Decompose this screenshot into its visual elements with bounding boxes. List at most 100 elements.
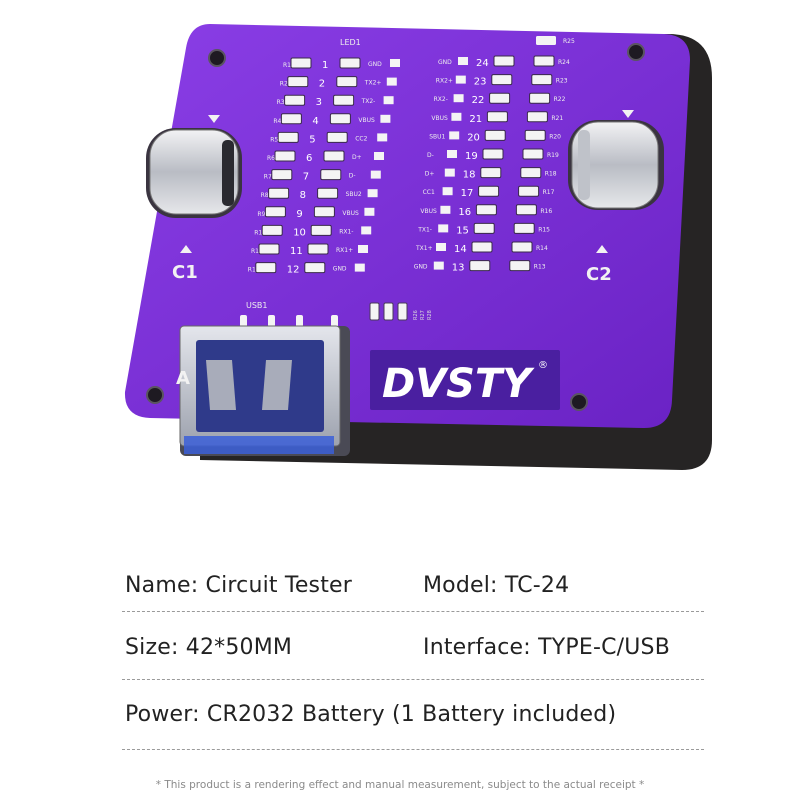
resistor-label: R11 bbox=[251, 248, 263, 255]
smd-led bbox=[473, 222, 495, 234]
pin-number: 4 bbox=[312, 116, 318, 127]
signal-label: GND bbox=[438, 59, 452, 66]
pin-row: R11 11 RX1+ bbox=[251, 243, 368, 257]
resistor-label: R4 bbox=[273, 118, 281, 125]
disclaimer: * This product is a rendering effect and… bbox=[155, 779, 645, 791]
divider bbox=[122, 679, 704, 680]
pin-number: 15 bbox=[456, 225, 469, 236]
smd-resistor bbox=[536, 36, 556, 45]
resistor-label: R21 bbox=[551, 115, 563, 122]
brand-wordmark: DVSTY bbox=[382, 361, 535, 407]
signal-label: VBUS bbox=[342, 210, 359, 217]
arrow-down-icon bbox=[622, 110, 634, 118]
resistor-label: R27 bbox=[420, 310, 426, 320]
registered-mark: ® bbox=[538, 360, 548, 371]
pin-number: 22 bbox=[472, 95, 485, 106]
signal-label: TX1+ bbox=[415, 245, 433, 252]
brand-logo: DVSTY ® bbox=[370, 350, 560, 410]
signal-label: RX2+ bbox=[436, 78, 453, 85]
smd-led bbox=[486, 111, 508, 123]
resistor-label: R5 bbox=[270, 136, 278, 143]
smd-led bbox=[489, 92, 511, 104]
connector-label-c1: C1 bbox=[172, 262, 198, 283]
test-pad bbox=[364, 207, 375, 216]
test-pad bbox=[444, 168, 455, 177]
led-label: LED1 bbox=[340, 38, 361, 47]
signal-label: VBUS bbox=[358, 117, 375, 124]
test-pad bbox=[455, 75, 466, 84]
pin-number: 13 bbox=[452, 263, 465, 274]
test-pad bbox=[447, 150, 457, 158]
test-pad bbox=[383, 96, 394, 105]
smd-led bbox=[484, 129, 506, 141]
resistor-label: R14 bbox=[536, 245, 548, 252]
smd-resistor bbox=[520, 167, 542, 179]
smd-resistor bbox=[284, 94, 306, 106]
resistor-label: R25 bbox=[563, 38, 575, 45]
signal-label: GND bbox=[414, 264, 428, 271]
pin-row: TX1+ 14 R14 bbox=[415, 241, 548, 255]
smd-led bbox=[339, 57, 361, 69]
usb-c-port-c1 bbox=[146, 128, 242, 218]
signal-label: RX1+ bbox=[336, 247, 353, 254]
pin-number: 24 bbox=[476, 58, 489, 69]
signal-label: SBU2 bbox=[346, 191, 362, 198]
resistor-label: R28 bbox=[427, 310, 433, 320]
pin-number: 14 bbox=[454, 244, 467, 255]
pin-number: 1 bbox=[322, 60, 328, 71]
arrow-up-icon bbox=[596, 245, 608, 253]
signal-label: VBUS bbox=[431, 115, 448, 122]
smd-resistor bbox=[274, 150, 296, 162]
smd-led bbox=[307, 243, 329, 255]
pin-number: 6 bbox=[306, 153, 312, 164]
smd-resistor bbox=[515, 204, 537, 216]
test-pad bbox=[380, 114, 391, 123]
smd-led bbox=[471, 241, 493, 253]
test-pad bbox=[358, 245, 368, 253]
pin-number: 19 bbox=[465, 151, 478, 162]
usb-c-port-c2 bbox=[568, 120, 664, 210]
resistor-label: R10 bbox=[254, 229, 266, 236]
test-pad bbox=[440, 205, 451, 214]
resistor-label: R13 bbox=[534, 264, 546, 271]
resistor-label: R3 bbox=[277, 99, 285, 106]
divider bbox=[122, 749, 704, 750]
pin-number: 10 bbox=[293, 227, 306, 238]
smd-resistor bbox=[518, 185, 540, 197]
resistor-label: R24 bbox=[558, 59, 570, 66]
pin-number: 18 bbox=[463, 170, 476, 181]
resistor-label: R8 bbox=[261, 192, 269, 199]
screw-icon bbox=[627, 43, 645, 61]
smd-resistor bbox=[397, 302, 408, 321]
signal-label: TX1- bbox=[417, 226, 432, 233]
smd-led bbox=[469, 260, 491, 272]
test-pad bbox=[386, 77, 397, 86]
resistor-label: R2 bbox=[280, 81, 288, 88]
test-pad bbox=[458, 57, 468, 65]
smd-led bbox=[336, 76, 358, 88]
pin-number: 11 bbox=[290, 246, 303, 257]
smd-resistor bbox=[509, 260, 531, 272]
resistor-label: R20 bbox=[549, 133, 561, 140]
signal-label: VBUS bbox=[420, 208, 437, 215]
spec-model: Model: TC-24 bbox=[423, 573, 570, 598]
resistor-label: R16 bbox=[540, 208, 552, 215]
test-pad bbox=[377, 133, 388, 142]
test-pad bbox=[354, 263, 365, 272]
smd-resistor bbox=[271, 169, 293, 181]
screw-icon bbox=[146, 386, 164, 404]
test-pad bbox=[374, 152, 384, 160]
smd-led bbox=[304, 262, 326, 274]
resistor-label: R26 bbox=[413, 310, 419, 320]
arrow-up-icon bbox=[180, 245, 192, 253]
test-pad bbox=[451, 112, 462, 121]
resistor-label: R7 bbox=[264, 174, 272, 181]
smd-resistor bbox=[258, 243, 280, 255]
